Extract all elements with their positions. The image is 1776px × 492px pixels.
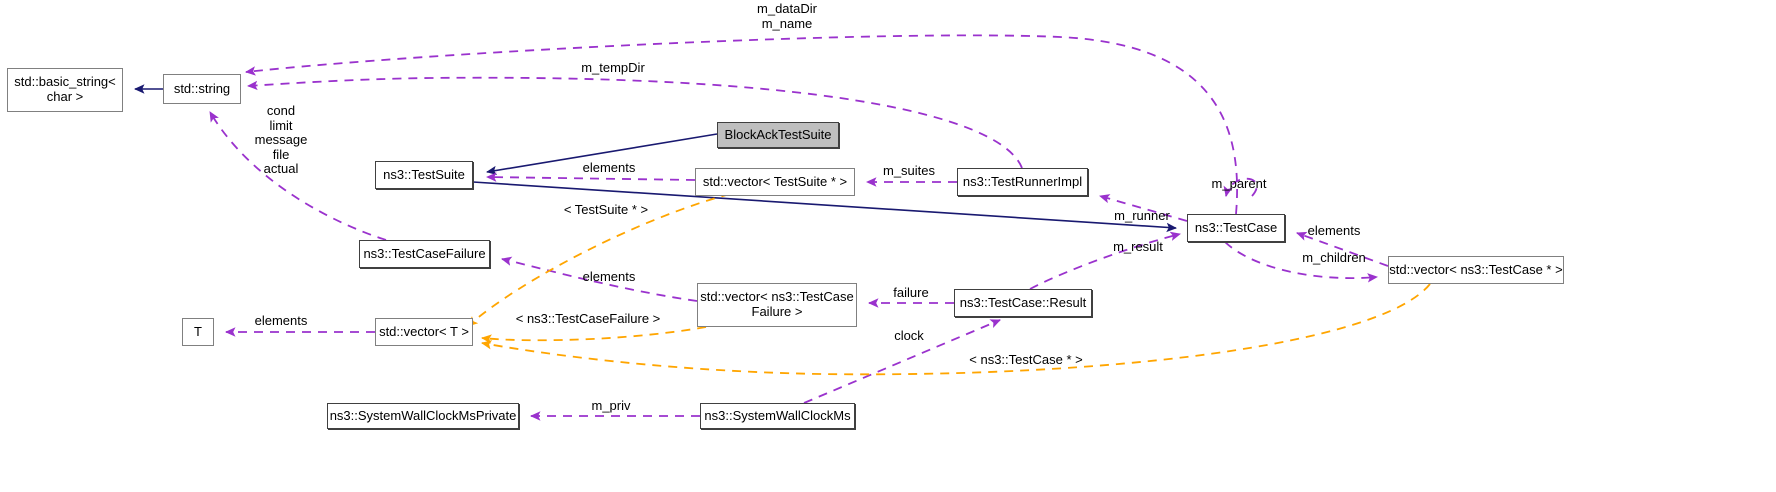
edge-label-m-datadir-m-name: m_dataDir m_name bbox=[757, 1, 817, 31]
edge-label-failure-fields: cond limit message file actual bbox=[254, 103, 308, 177]
edge-wallclock-to-result bbox=[803, 319, 1001, 404]
edge-testcase-self-parent bbox=[1223, 177, 1258, 197]
node-ns3-testcasefailure[interactable]: ns3::TestCaseFailure bbox=[359, 240, 490, 268]
node-std-basic-string[interactable]: std::basic_string< char > bbox=[7, 68, 123, 112]
node-ns3-testsuite[interactable]: ns3::TestSuite bbox=[375, 161, 473, 189]
edge-blockack-to-testsuite bbox=[486, 133, 718, 176]
node-vector-ns3-testcase-ptr[interactable]: std::vector< ns3::TestCase * > bbox=[1388, 256, 1564, 284]
node-vector-ns3-testcasefailure[interactable]: std::vector< ns3::TestCase Failure > bbox=[697, 283, 857, 327]
edge-label-elements-testcase: elements bbox=[1307, 223, 1361, 238]
node-vector-T[interactable]: std::vector< T > bbox=[375, 318, 473, 346]
edge-vecT-to-vecfail bbox=[481, 326, 707, 344]
edge-label-elements-testsuite: elements bbox=[582, 160, 636, 175]
node-ns3-testcase[interactable]: ns3::TestCase bbox=[1187, 214, 1285, 242]
node-ns3-testcase-result[interactable]: ns3::TestCase::Result bbox=[954, 289, 1092, 317]
edge-label-m-parent: m_parent bbox=[1211, 176, 1267, 191]
edge-label-m-tempdir: m_tempDir bbox=[581, 60, 645, 75]
edge-vecT-to-vectestcase bbox=[481, 283, 1431, 376]
edge-label-m-priv: m_priv bbox=[591, 398, 631, 413]
edge-label-failure: failure bbox=[893, 285, 929, 300]
edge-vectestcase-to-testcase bbox=[1296, 231, 1389, 267]
edge-label-clock: clock bbox=[894, 328, 924, 343]
edge-testcasefail-to-string-fields bbox=[209, 111, 387, 241]
node-blockacktestsuite[interactable]: BlockAckTestSuite bbox=[717, 122, 839, 148]
template-edges bbox=[467, 193, 1431, 376]
node-ns3-systemwallclockms[interactable]: ns3::SystemWallClockMs bbox=[700, 403, 855, 429]
inheritance-edges bbox=[134, 84, 1177, 233]
edge-testcase-to-string-names bbox=[245, 34, 1238, 215]
edge-label-template-testcasefailure: < ns3::TestCaseFailure > bbox=[515, 311, 661, 326]
node-ns3-systemwallclockmsprivate[interactable]: ns3::SystemWallClockMsPrivate bbox=[327, 403, 519, 429]
node-ns3-testrunnerimpl[interactable]: ns3::TestRunnerImpl bbox=[957, 168, 1088, 196]
node-std-string[interactable]: std::string bbox=[163, 74, 241, 104]
edge-label-elements-T: elements bbox=[254, 313, 308, 328]
edge-vecT-to-vectestsuite bbox=[467, 193, 731, 327]
edge-label-m-suites: m_suites bbox=[882, 163, 936, 178]
node-vector-testsuite-ptr[interactable]: std::vector< TestSuite * > bbox=[695, 168, 855, 196]
edge-result-to-testcase bbox=[1029, 231, 1181, 290]
edge-vectestsuite-to-testsuite bbox=[486, 172, 696, 182]
usage-edges bbox=[209, 34, 1389, 421]
edge-label-template-testsuite-ptr: < TestSuite * > bbox=[563, 202, 649, 217]
edge-label-elements-failure: elements bbox=[582, 269, 636, 284]
node-template-param-T[interactable]: T bbox=[182, 318, 214, 346]
edge-label-template-ns3-testcase-ptr: < ns3::TestCase * > bbox=[969, 352, 1083, 367]
edge-label-m-children: m_children bbox=[1302, 250, 1366, 265]
edge-testsuite-to-testcase bbox=[472, 181, 1177, 233]
edge-vecfail-to-testcasefail bbox=[501, 256, 698, 302]
edge-label-m-runner: m_runner bbox=[1114, 208, 1170, 223]
edge-runnerimpl-to-string-tempdir bbox=[247, 76, 1023, 169]
edge-label-m-result: m_result bbox=[1113, 239, 1163, 254]
